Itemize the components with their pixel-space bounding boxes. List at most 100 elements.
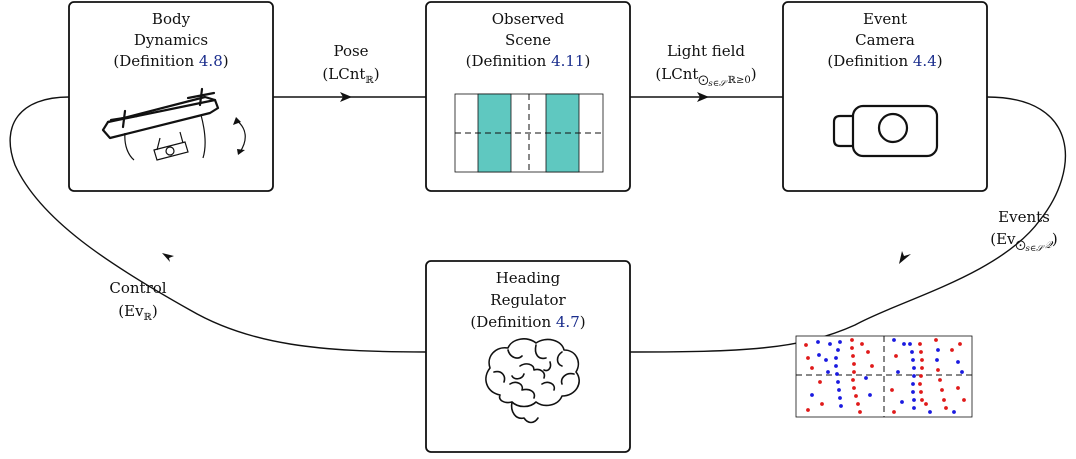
event-dot	[860, 342, 864, 346]
event-dot	[820, 402, 824, 406]
event-dot	[834, 364, 838, 368]
event-dot	[836, 380, 840, 384]
event-dot	[912, 366, 916, 370]
heading-regulator-box	[425, 260, 631, 453]
event-dot	[952, 410, 956, 414]
event-dot	[866, 350, 870, 354]
event-dot	[908, 342, 912, 346]
event-dot	[816, 340, 820, 344]
event-dot	[892, 410, 896, 414]
event-dot	[836, 348, 840, 352]
body-dynamics-definition: (Definition 4.8)	[113, 52, 228, 70]
event-dot	[900, 400, 904, 404]
event-dot	[839, 404, 843, 408]
event-dot	[911, 390, 915, 394]
observed-scene-definition: (Definition 4.11)	[466, 52, 591, 70]
control-label-type: (Evℝ)	[118, 302, 157, 323]
event-dot	[962, 398, 966, 402]
events-edge	[629, 96, 1067, 353]
event-dot	[956, 360, 960, 364]
event-dot	[852, 370, 856, 374]
event-dot	[868, 393, 872, 397]
control-label: Control (Evℝ)	[109, 279, 166, 323]
light-field-arrowhead	[697, 92, 709, 102]
event-dot	[864, 376, 868, 380]
event-dot	[920, 358, 924, 362]
event-dot	[818, 380, 822, 384]
event-camera-node: Event Camera (Definition 4.4)	[782, 1, 988, 192]
event-camera-title-1: Event	[863, 10, 907, 28]
event-dot	[806, 356, 810, 360]
drone-icon	[101, 87, 246, 161]
heading-regulator-title-1: Heading	[496, 269, 561, 287]
heading-regulator-definition-link[interactable]: 4.7	[556, 313, 580, 331]
event-dot	[826, 370, 830, 374]
event-dot	[837, 388, 841, 392]
event-camera-title-2: Camera	[855, 31, 915, 49]
event-dot	[854, 394, 858, 398]
event-dot	[856, 402, 860, 406]
control-edge	[9, 96, 427, 353]
event-dot	[894, 354, 898, 358]
events-label-name: Events	[998, 208, 1050, 226]
body-dynamics-definition-link[interactable]: 4.8	[199, 52, 223, 70]
event-dot	[936, 348, 940, 352]
pose-arrowhead	[340, 92, 352, 102]
event-dot	[852, 362, 856, 366]
event-dot	[934, 338, 938, 342]
event-camera-definition-link[interactable]: 4.4	[913, 52, 937, 70]
event-dot	[892, 338, 896, 342]
event-dot	[858, 410, 862, 414]
event-camera-definition: (Definition 4.4)	[827, 52, 942, 70]
event-dot	[944, 406, 948, 410]
brain-icon	[485, 338, 580, 424]
event-dot	[912, 398, 916, 402]
observed-scene-node: Observed Scene (Definition 4.11)	[425, 1, 631, 192]
event-dot	[851, 378, 855, 382]
event-dots	[804, 338, 966, 414]
event-dot	[817, 353, 821, 357]
event-dot	[851, 354, 855, 358]
event-dot	[918, 342, 922, 346]
event-dot	[896, 370, 900, 374]
event-dot	[834, 356, 838, 360]
event-dot	[960, 370, 964, 374]
scene-stripes-icon	[454, 93, 604, 173]
heading-regulator-definition: (Definition 4.7)	[470, 313, 585, 331]
body-dynamics-title-2: Dynamics	[134, 31, 208, 49]
event-dot	[920, 398, 924, 402]
event-dot	[950, 348, 954, 352]
event-dot	[938, 378, 942, 382]
event-dot	[928, 410, 932, 414]
control-arrowhead	[162, 253, 174, 262]
pose-label-type: (LCntℝ)	[322, 65, 379, 86]
event-dot	[828, 342, 832, 346]
event-dot	[910, 350, 914, 354]
control-label-name: Control	[109, 279, 166, 297]
event-dot	[824, 358, 828, 362]
body-dynamics-node: Body Dynamics (Definition 4.8)	[68, 1, 274, 192]
event-dot	[936, 368, 940, 372]
observed-scene-title-2: Scene	[505, 31, 551, 49]
observed-scene-definition-link[interactable]: 4.11	[551, 52, 584, 70]
event-dot	[838, 340, 842, 344]
event-dot	[912, 406, 916, 410]
pose-label: Pose (LCntℝ)	[322, 42, 379, 86]
event-dot	[912, 374, 916, 378]
event-dot	[940, 388, 944, 392]
heading-regulator-node: Heading Regulator (Definition 4.7)	[425, 260, 631, 453]
event-dot	[852, 386, 856, 390]
body-dynamics-box	[68, 1, 274, 192]
event-dot	[835, 372, 839, 376]
events-arrowhead	[899, 251, 911, 264]
event-dot	[850, 346, 854, 350]
event-dot	[919, 374, 923, 378]
body-dynamics-title-1: Body	[152, 10, 191, 28]
event-dot	[920, 366, 924, 370]
event-dot	[804, 343, 808, 347]
camera-icon	[832, 104, 939, 158]
event-dot	[810, 393, 814, 397]
